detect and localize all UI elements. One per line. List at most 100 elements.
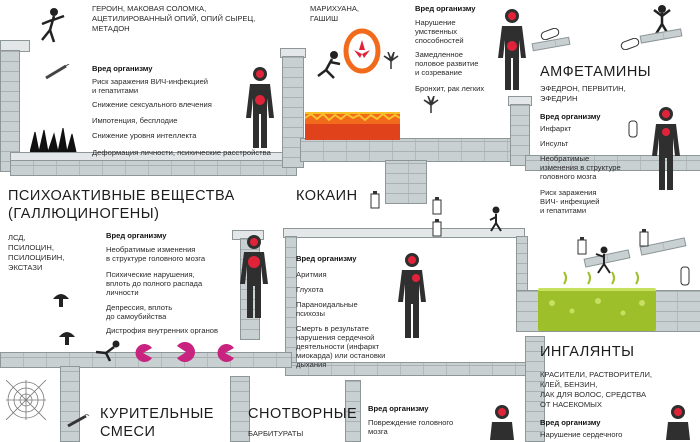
stick-figure-icon xyxy=(592,246,616,274)
person-figure xyxy=(496,6,528,94)
inhalants-name-2: КЛЕЙ, БЕНЗИН, xyxy=(540,380,598,389)
amphetamines-harm-title: Вред организму xyxy=(540,112,601,121)
cannabis-leaf-icon xyxy=(382,52,400,70)
cannabis-harm-5: половое развитие xyxy=(415,59,479,68)
spray-can-icon xyxy=(430,196,444,216)
pacman-icon xyxy=(216,344,234,362)
smoking-mixes-title-1: КУРИТЕЛЬНЫЕ xyxy=(100,406,214,422)
hallucinogens-harm-8: Дистрофия внутренних органов xyxy=(106,326,219,335)
slime-pit xyxy=(538,288,656,331)
hallucinogens-harm-title: Вред организму xyxy=(106,231,167,240)
cocaine-harm-title: Вред организму xyxy=(296,254,357,263)
pill-icon xyxy=(678,266,692,286)
sleeping-pills-harm-2: мозга xyxy=(368,427,388,436)
amphetamines-name-2: ЭФЕДРИН xyxy=(540,94,578,103)
hallucinogens-harm-6: Депрессия, вплоть xyxy=(106,303,173,312)
cigarette-icon xyxy=(66,414,90,428)
amphetamines-harm-1: Инфаркт xyxy=(540,124,572,133)
opiates-harm-3: Снижение сексуального влечения xyxy=(92,100,212,109)
amphetamines-title: АМФЕТАМИНЫ xyxy=(540,64,652,80)
cannabis-harm-3: способностей xyxy=(415,36,464,45)
amphetamines-name-1: ЭФЕДРОН, ПЕРВИТИН, xyxy=(540,84,626,93)
cannabis-harm-4: Замедленное xyxy=(415,50,464,59)
person-figure xyxy=(486,402,518,440)
amphetamines-harm-5: головного мозга xyxy=(540,172,597,181)
stick-figure-icon xyxy=(314,50,344,80)
inhalants-name-4: ОТ НАСЕКОМЫХ xyxy=(540,400,602,409)
cannabis-name-1: МАРИХУАНА, xyxy=(310,4,360,13)
hallucinogens-name-1: ЛСД, xyxy=(8,233,26,242)
cannabis-leaf-icon xyxy=(422,96,440,114)
hallucinogens-harm-5: личности xyxy=(106,288,139,297)
cannabis-harm-7: Бронхит, рак легких xyxy=(415,84,485,93)
spiderweb-icon xyxy=(6,380,46,420)
hallucinogens-title-2: (ГАЛЛЮЦИНОГЕНЫ) xyxy=(8,206,160,222)
amphetamines-harm-8: и гепатитами xyxy=(540,206,587,215)
spray-can-icon xyxy=(638,228,650,248)
opiates-name-3: МЕТАДОН xyxy=(92,24,130,33)
slime-fumes-icon xyxy=(560,270,650,286)
cocaine-harm-3: Параноидальные xyxy=(296,300,358,309)
opiates-name-2: АЦЕТИЛИРОВАННЫЙ ОПИЙ, ОПИЙ СЫРЕЦ, xyxy=(92,14,256,23)
opiates-harm-2: и гепатитами xyxy=(92,86,139,95)
opiates-harm-5: Снижение уровня интеллекта xyxy=(92,131,197,140)
cocaine-title: КОКАИН xyxy=(296,188,358,204)
cocaine-harm-8: миокарда) или остановки xyxy=(296,351,386,360)
sleeping-pills-name-1: БАРБИТУРАТЫ xyxy=(248,429,304,438)
cannabis-harm-1: Нарушение xyxy=(415,18,456,27)
person-figure xyxy=(238,232,270,322)
stick-figure-icon xyxy=(486,206,506,232)
opiates-harm-title: Вред организму xyxy=(92,64,153,73)
cannabis-harm-2: умственных xyxy=(415,27,458,36)
hallucinogens-name-3: ПСИЛОЦИБИН, xyxy=(8,253,65,262)
amphetamines-harm-2: Инсульт xyxy=(540,139,569,148)
cannabis-harm-6: и созревание xyxy=(415,68,463,77)
hallucinogens-name-4: ЭКСТАЗИ xyxy=(8,263,43,272)
opiates-harm-6: Деформация личности, психические расстро… xyxy=(92,148,271,157)
spray-can-icon xyxy=(430,218,444,238)
pacman-icon xyxy=(176,342,196,362)
smoking-mixes-title-2: СМЕСИ xyxy=(100,424,156,440)
spray-can-icon xyxy=(368,190,382,210)
inhalants-harm-1: Нарушение сердечного xyxy=(540,430,623,439)
cannabis-name-2: ГАШИШ xyxy=(310,14,339,23)
mushroom-icon xyxy=(58,328,76,346)
opiates-name-1: ГЕРОИН, МАКОВАЯ СОЛОМКА, xyxy=(92,4,207,13)
cocaine-harm-4: психозы xyxy=(296,309,325,318)
lava-pit xyxy=(305,112,400,140)
inhalants-name-1: КРАСИТЕЛИ, РАСТВОРИТЕЛИ, xyxy=(540,370,653,379)
pill-icon xyxy=(626,120,640,138)
inhalants-name-3: ЛАК ДЛЯ ВОЛОС, СРЕДСТВА xyxy=(540,390,647,399)
cocaine-harm-7: деятельности (инфаркт xyxy=(296,342,380,351)
person-figure xyxy=(662,402,694,440)
syringe-icon xyxy=(44,64,70,80)
hallucinogens-harm-2: в структуре головного мозга xyxy=(106,254,206,263)
opiates-harm-1: Риск заражения ВИЧ-инфекцией xyxy=(92,77,209,86)
amphetamines-harm-4: изменения в структуре xyxy=(540,163,621,172)
sleeping-pills-title: СНОТВОРНЫЕ xyxy=(248,406,358,422)
fire-ring-icon xyxy=(340,26,384,76)
amphetamines-harm-6: Риск заражения xyxy=(540,188,597,197)
amphetamines-harm-7: ВИЧ- инфекцией xyxy=(540,197,600,206)
pill-icon xyxy=(620,38,640,50)
person-figure xyxy=(396,250,428,342)
hallucinogens-name-2: ПСИЛОЦИН, xyxy=(8,243,54,252)
inhalants-harm-title: Вред организму xyxy=(540,418,601,427)
pacman-icon xyxy=(134,344,152,362)
person-figure xyxy=(650,104,682,194)
spikes-icon xyxy=(30,128,80,152)
cocaine-harm-1: Аритмия xyxy=(296,270,327,279)
spray-can-icon xyxy=(576,236,588,256)
hallucinogens-title-1: ПСИХОАКТИВНЫЕ ВЕЩЕСТВА xyxy=(8,188,235,204)
sleeping-pills-harm-title: Вред организму xyxy=(368,404,429,413)
hallucinogens-harm-1: Необратимые изменения xyxy=(106,245,196,254)
mushroom-icon xyxy=(52,290,70,308)
cocaine-harm-5: Смерть в результате xyxy=(296,324,369,333)
opiates-harm-4: Импотенция, бесплодие xyxy=(92,116,178,125)
cocaine-harm-6: нарушения сердечной xyxy=(296,333,375,342)
stick-figure-icon xyxy=(34,6,74,46)
sleeping-pills-harm-1: Повреждение головного xyxy=(368,418,454,427)
cocaine-harm-2: Глухота xyxy=(296,285,324,294)
hallucinogens-harm-4: вплоть до полного распада xyxy=(106,279,203,288)
